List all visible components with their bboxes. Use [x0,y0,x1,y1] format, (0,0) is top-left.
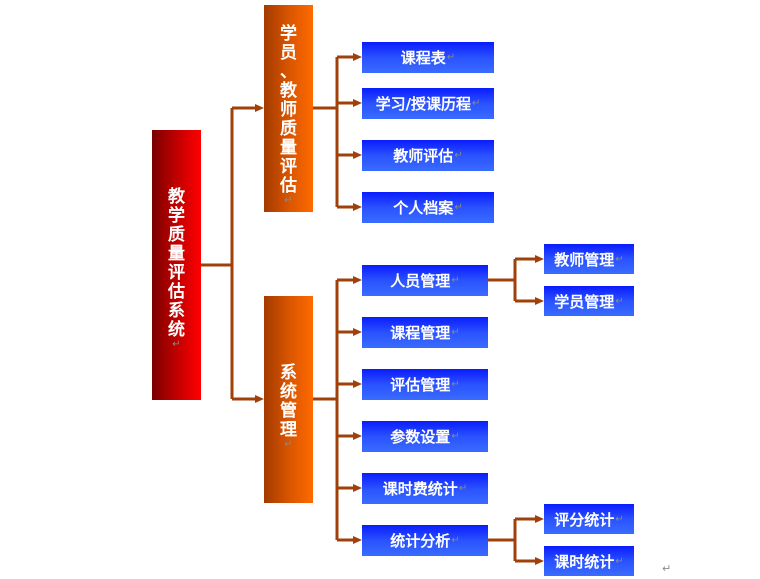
leaf-node-personal-file: 个人档案↵ [362,192,494,223]
category-char: 估 [280,176,297,196]
arrow-head-icon [535,255,544,263]
root-char: 估 [168,282,185,302]
leaf-node-hour-statistics: 课时统计↵ [544,546,634,576]
document-end-mark-icon: ↵ [662,562,672,575]
leaf-node-label: 个人档案 [393,199,454,217]
arrow-head-icon [353,276,362,284]
root-char: 系 [168,301,185,321]
leaf-node-fee-statistics: 课时费统计↵ [362,473,488,504]
root-char: 统 [168,320,185,340]
arrow-head-icon [255,395,264,403]
paragraph-mark-icon: ↵ [615,253,624,265]
paragraph-mark-icon: ↵ [172,339,181,350]
arrow-head-icon [353,536,362,544]
root-node-label: 教 学 质 量 评 估 系 统 ↵ [152,188,201,350]
paragraph-mark-icon: ↵ [615,295,624,307]
leaf-node-label: 学员管理 [554,292,615,311]
leaf-node-student-management: 学员管理↵ [544,286,634,316]
category-char: 系 [280,363,297,383]
leaf-node-label: 学习/授课历程 [375,95,472,113]
leaf-node-label: 统计分析 [390,532,451,550]
category-char: 员 [280,43,297,63]
leaf-node-label: 评分统计 [554,510,615,529]
root-char: 学 [168,206,185,226]
leaf-node-label: 评估管理 [390,376,451,394]
paragraph-mark-icon: ↵ [284,195,293,206]
category-char: 教 [280,81,297,101]
leaf-node-statistical-analysis: 统计分析↵ [362,525,488,556]
category-node-evaluation: 学 员 、 教 师 质 量 评 估 ↵ [264,5,313,212]
paragraph-mark-icon: ↵ [615,513,624,525]
leaf-node-label: 教师管理 [554,250,615,269]
leaf-node-label: 课时费统计 [382,480,458,498]
paragraph-mark-icon: ↵ [284,439,293,450]
category-char: 理 [280,420,297,440]
leaf-node-label: 课时统计 [554,552,615,571]
root-char: 评 [168,263,185,283]
category-node-label: 系 统 管 理 ↵ [264,364,313,450]
leaf-node-evaluation-management: 评估管理↵ [362,369,488,400]
leaf-node-label: 课程管理 [390,324,451,342]
leaf-node-schedule: 课程表↵ [362,42,494,73]
arrow-head-icon [353,484,362,492]
category-char: 学 [280,24,297,44]
paragraph-mark-icon: ↵ [454,202,463,213]
arrow-head-icon [353,99,362,107]
category-char: 、 [280,62,297,82]
paragraph-mark-icon: ↵ [446,52,456,63]
paragraph-mark-icon: ↵ [454,150,463,161]
leaf-node-teacher-evaluation: 教师评估↵ [362,140,494,171]
leaf-node-parameter-settings: 参数设置↵ [362,421,488,452]
leaf-node-label: 教师评估 [393,147,454,165]
leaf-node-label: 人员管理 [390,272,451,290]
paragraph-mark-icon: ↵ [451,275,460,286]
arrow-head-icon [255,104,264,112]
paragraph-mark-icon: ↵ [451,535,460,546]
category-char: 质 [280,119,297,139]
leaf-node-course-management: 课程管理↵ [362,317,488,348]
paragraph-mark-icon: ↵ [458,483,468,494]
arrow-head-icon [353,432,362,440]
arrow-head-icon [353,151,362,159]
paragraph-mark-icon: ↵ [451,431,460,442]
arrow-head-icon [535,297,544,305]
arrow-head-icon [353,328,362,336]
category-char: 统 [280,382,297,402]
leaf-node-history: 学习/授课历程↵ [362,88,494,119]
leaf-node-score-statistics: 评分统计↵ [544,504,634,534]
category-char: 评 [280,157,297,177]
category-node-system-management: 系 统 管 理 ↵ [264,296,313,503]
leaf-node-personnel-management: 人员管理↵ [362,265,488,296]
arrow-head-icon [353,380,362,388]
leaf-node-label: 参数设置 [390,428,451,446]
category-char: 量 [280,138,297,158]
arrow-head-icon [353,203,362,211]
leaf-node-label: 课程表 [400,49,446,67]
root-node: 教 学 质 量 评 估 系 统 ↵ [152,130,201,400]
category-char: 管 [280,401,297,421]
category-node-label: 学 员 、 教 师 质 量 评 估 ↵ [264,25,313,206]
arrow-head-icon [353,53,362,61]
paragraph-mark-icon: ↵ [451,327,460,338]
arrow-head-icon [535,557,544,565]
root-char: 教 [168,187,185,207]
paragraph-mark-icon: ↵ [451,379,460,390]
category-char: 师 [280,100,297,120]
paragraph-mark-icon: ↵ [472,98,481,109]
arrow-head-icon [535,515,544,523]
root-char: 质 [168,225,185,245]
root-char: 量 [168,244,185,264]
leaf-node-teacher-management: 教师管理↵ [544,244,634,274]
paragraph-mark-icon: ↵ [615,555,624,567]
